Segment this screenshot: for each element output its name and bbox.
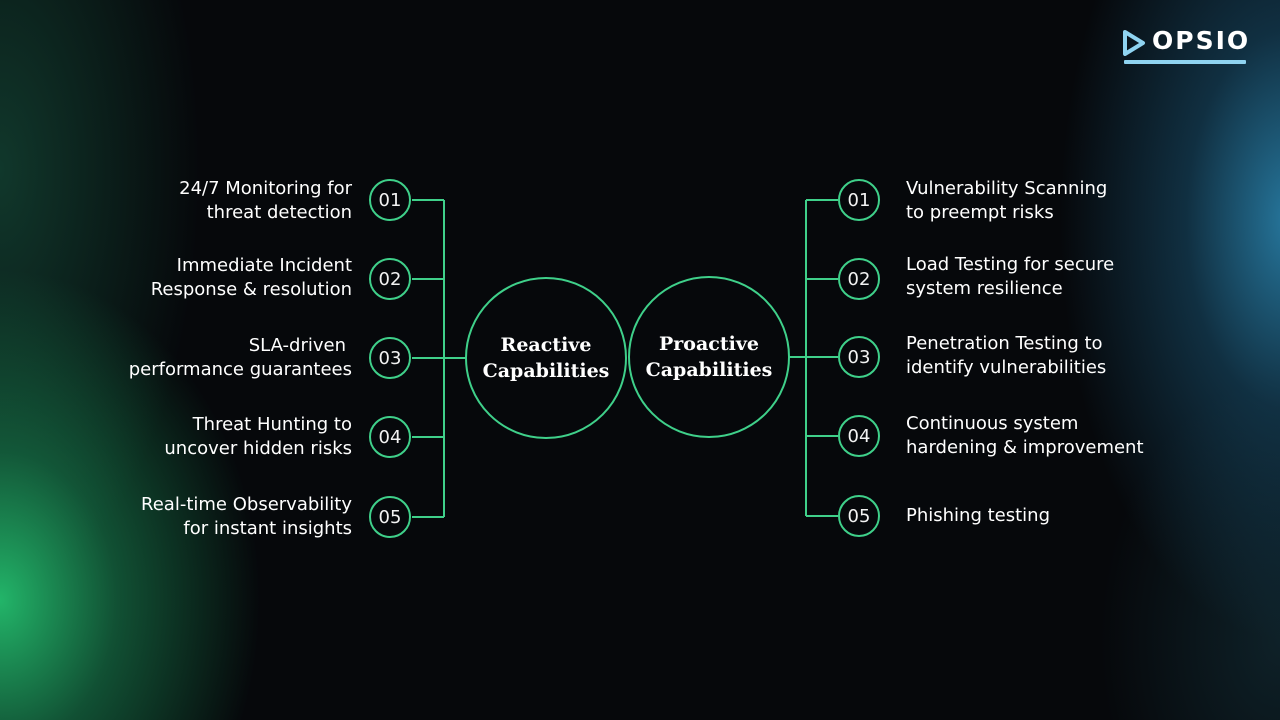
proactive-item-line2: identify vulnerabilities — [906, 357, 1107, 378]
reactive-number-badge: 04 — [369, 416, 411, 458]
reactive-item-line1: Immediate Incident — [176, 255, 352, 276]
proactive-item-line2: to preempt risks — [906, 202, 1054, 223]
reactive-item-line1: Real-time Observability — [141, 494, 352, 515]
proactive-item-label: Vulnerability Scanning to preempt risks — [906, 177, 1107, 225]
reactive-hub-line2: Capabilities — [482, 360, 610, 382]
proactive-item-line1: Load Testing for secure — [906, 254, 1115, 275]
proactive-item-line2: hardening & improvement — [906, 437, 1144, 458]
proactive-item-line2: system resilience — [906, 278, 1063, 299]
opsio-logo: OPSIO — [1122, 26, 1248, 66]
proactive-item-label: Penetration Testing to identify vulnerab… — [906, 332, 1106, 380]
reactive-item-label: SLA-driven performance guarantees — [129, 334, 352, 382]
proactive-item-label: Continuous system hardening & improvemen… — [906, 412, 1144, 460]
reactive-number-badge: 05 — [369, 496, 411, 538]
proactive-item-label: Load Testing for secure system resilienc… — [906, 253, 1114, 301]
reactive-number-badge: 03 — [369, 337, 411, 379]
proactive-item-label: Phishing testing — [906, 504, 1050, 528]
reactive-hub-line1: Reactive — [500, 334, 592, 356]
reactive-capabilities-hub: Reactive Capabilities — [465, 277, 627, 439]
proactive-item-line1: Continuous system — [906, 413, 1079, 434]
proactive-hub-line2: Capabilities — [645, 359, 773, 381]
reactive-item-line2: threat detection — [206, 202, 352, 223]
proactive-number-badge: 05 — [838, 495, 880, 537]
proactive-capabilities-hub: Proactive Capabilities — [628, 276, 790, 438]
proactive-hub-line1: Proactive — [659, 333, 759, 355]
reactive-item-label: Threat Hunting to uncover hidden risks — [164, 413, 352, 461]
reactive-item-label: Real-time Observability for instant insi… — [141, 493, 352, 541]
reactive-number-badge: 02 — [369, 258, 411, 300]
proactive-number-badge: 03 — [838, 336, 880, 378]
proactive-number-badge: 02 — [838, 258, 880, 300]
reactive-item-line1: SLA-driven — [248, 335, 346, 356]
proactive-item-line1: Phishing testing — [906, 505, 1051, 526]
reactive-item-label: 24/7 Monitoring for threat detection — [179, 177, 352, 225]
play-triangle-icon — [1123, 30, 1145, 56]
proactive-item-line1: Penetration Testing to — [906, 333, 1103, 354]
reactive-item-line2: performance guarantees — [128, 359, 352, 380]
logo-text: OPSIO — [1152, 26, 1251, 55]
reactive-item-label: Immediate Incident Response & resolution — [151, 254, 352, 302]
reactive-item-line2: for instant insights — [183, 518, 352, 539]
reactive-item-line2: uncover hidden risks — [164, 438, 352, 459]
reactive-item-line1: 24/7 Monitoring for — [179, 178, 352, 199]
reactive-item-line2: Response & resolution — [150, 279, 352, 300]
reactive-item-line1: Threat Hunting to — [192, 414, 352, 435]
proactive-item-line1: Vulnerability Scanning — [906, 178, 1108, 199]
proactive-number-badge: 04 — [838, 415, 880, 457]
proactive-number-badge: 01 — [838, 179, 880, 221]
reactive-number-badge: 01 — [369, 179, 411, 221]
logo-underline — [1124, 60, 1246, 64]
